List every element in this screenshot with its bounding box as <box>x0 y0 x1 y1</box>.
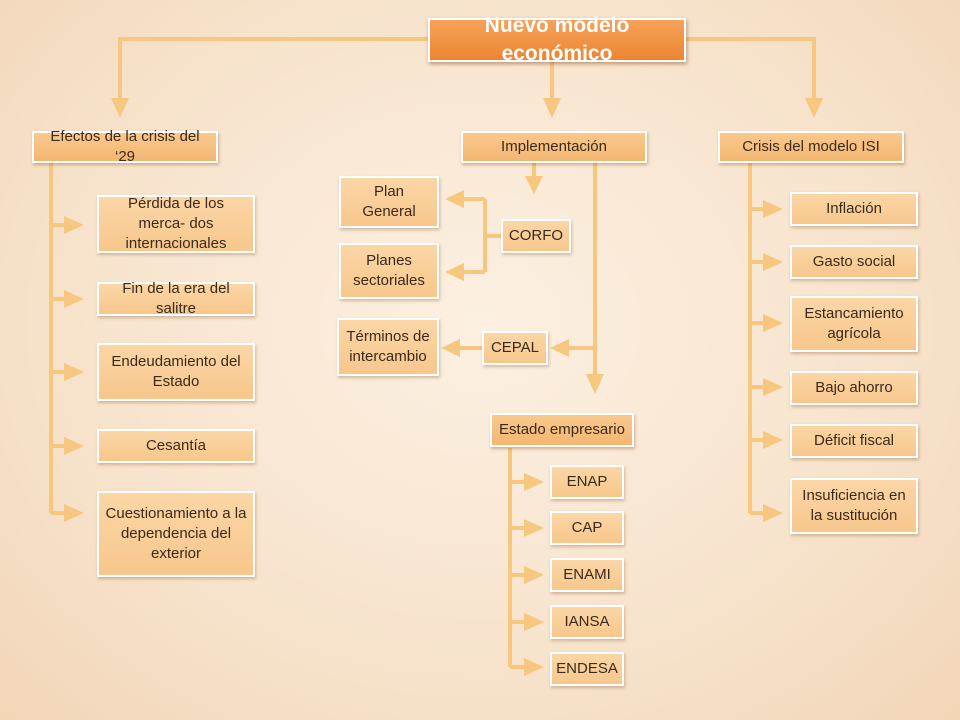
plan-general-box: Plan General <box>339 176 439 228</box>
company-box: ENDESA <box>550 652 624 686</box>
company-box: CAP <box>550 511 624 545</box>
company-box: IANSA <box>550 605 624 639</box>
category-crisis-isi: Crisis del modelo ISI <box>718 131 904 163</box>
efectos-item: Pérdida de los merca- dos internacionale… <box>97 195 255 253</box>
company-box: ENAMI <box>550 558 624 592</box>
crisis-item: Insuficiencia en la sustitución <box>790 478 918 534</box>
arrowhead-implementacion <box>543 98 561 118</box>
cepal-box: CEPAL <box>482 331 548 365</box>
arrowhead-efectos <box>111 98 129 118</box>
diagram-title: Nuevo modelo económico <box>428 14 686 65</box>
connector-title-crisis <box>685 37 816 100</box>
crisis-item: Bajo ahorro <box>790 371 918 405</box>
category-implementacion: Implementación <box>461 131 647 163</box>
terminos-box: Términos de intercambio <box>337 318 439 376</box>
efectos-item: Cuestionamiento a la dependencia del ext… <box>97 491 255 577</box>
category-efectos: Efectos de la crisis del ‘29 <box>32 128 218 165</box>
company-box: ENAP <box>550 465 624 499</box>
arrowhead-crisis <box>805 98 823 118</box>
crisis-item: Gasto social <box>790 245 918 279</box>
efectos-item: Fin de la era del salitre <box>97 280 255 317</box>
crisis-item: Inflación <box>790 192 918 226</box>
corfo-box: CORFO <box>501 219 571 253</box>
crisis-item: Estancamiento agrícola <box>790 296 918 352</box>
efectos-item: Endeudamiento del Estado <box>97 343 255 401</box>
crisis-item: Déficit fiscal <box>790 424 918 458</box>
estado-empresario-box: Estado empresario <box>490 413 634 447</box>
planes-sectoriales-box: Planes sectoriales <box>339 243 439 299</box>
connector-title-efectos <box>118 37 430 100</box>
connector-corfo-plans <box>462 197 501 274</box>
efectos-item: Cesantía <box>97 429 255 463</box>
